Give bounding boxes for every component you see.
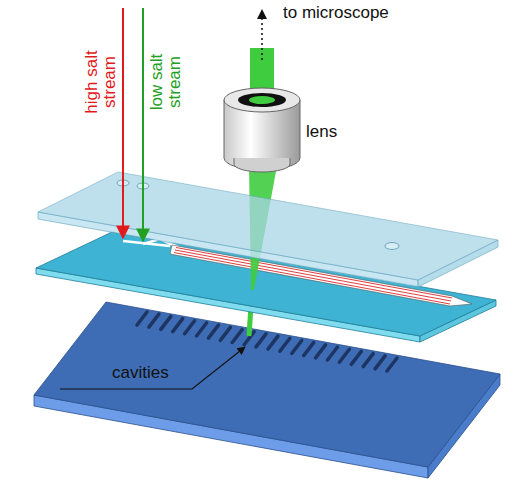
leader-line: [60, 347, 245, 389]
cavity: [339, 349, 349, 362]
stream-label: low salt stream: [148, 42, 184, 122]
part-label: lens: [306, 123, 337, 141]
cavity: [268, 336, 278, 349]
cavity: [161, 316, 171, 329]
cavity: [173, 319, 183, 332]
cavity: [387, 358, 397, 371]
low-salt-arrow: [142, 8, 144, 241]
cavity: [280, 338, 290, 351]
objective-lens: [224, 88, 300, 172]
output-label: to microscope: [283, 4, 389, 22]
high-salt-arrow: [122, 8, 124, 238]
top-plate: [38, 172, 498, 287]
stream-label: high salt stream: [83, 42, 119, 122]
cavity: [375, 356, 385, 369]
output-arrow: [261, 10, 263, 60]
cavity: [220, 327, 230, 340]
cavity: [316, 345, 326, 358]
cavity: [208, 325, 218, 338]
cavity: [363, 354, 373, 367]
cavity: [304, 343, 314, 356]
cavity: [197, 323, 207, 336]
cavity: [137, 312, 147, 325]
cavity: [185, 321, 195, 334]
cavity: [232, 330, 242, 343]
cavity: [149, 314, 159, 327]
part-label: cavities: [112, 364, 169, 382]
cavity: [351, 351, 361, 364]
cavity: [256, 334, 266, 347]
cavity: [292, 340, 302, 353]
cavity: [327, 347, 337, 360]
